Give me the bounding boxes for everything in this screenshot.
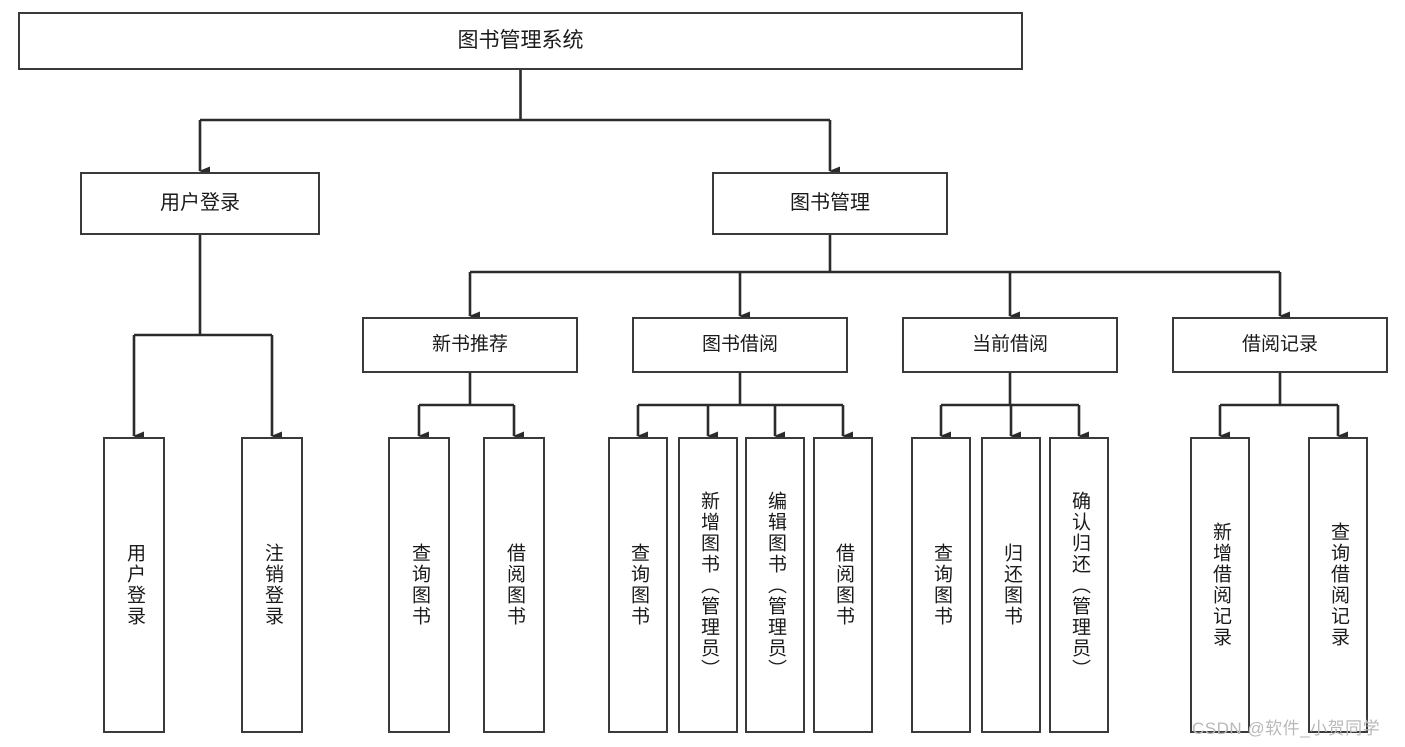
node-leaf-add-record[interactable]: 新增借阅记录 <box>1190 437 1250 733</box>
node-leaf-confirm-return-label: 确认归还（管理员） <box>1068 490 1090 680</box>
node-new-book-recommend[interactable]: 新书推荐 <box>362 317 578 373</box>
node-leaf-borrow-book-1-label: 借阅图书 <box>503 543 525 627</box>
node-leaf-user-login[interactable]: 用户登录 <box>103 437 165 733</box>
node-user-login[interactable]: 用户登录 <box>80 172 320 235</box>
node-leaf-return-book-label: 归还图书 <box>1000 543 1022 627</box>
node-leaf-query-book-2[interactable]: 查询图书 <box>608 437 668 733</box>
node-book-borrow-label: 图书借阅 <box>701 333 778 355</box>
node-leaf-query-book-2-label: 查询图书 <box>627 543 649 627</box>
node-leaf-query-record-label: 查询借阅记录 <box>1327 522 1349 648</box>
connector-lines <box>132 70 1348 441</box>
node-leaf-add-record-label: 新增借阅记录 <box>1209 522 1231 648</box>
node-leaf-return-book[interactable]: 归还图书 <box>981 437 1041 733</box>
node-root-label: 图书管理系统 <box>457 28 584 52</box>
node-root[interactable]: 图书管理系统 <box>18 12 1023 70</box>
node-book-manage-label: 图书管理 <box>790 191 870 214</box>
node-leaf-borrow-book-2-label: 借阅图书 <box>832 543 854 627</box>
node-user-login-label: 用户登录 <box>160 191 240 214</box>
node-leaf-add-book-label: 新增图书（管理员） <box>697 490 719 680</box>
node-book-borrow[interactable]: 图书借阅 <box>632 317 848 373</box>
node-leaf-query-book-1[interactable]: 查询图书 <box>388 437 450 733</box>
node-leaf-borrow-book-2[interactable]: 借阅图书 <box>813 437 873 733</box>
node-leaf-query-book-3[interactable]: 查询图书 <box>911 437 971 733</box>
node-leaf-logout-label: 注销登录 <box>261 543 283 627</box>
node-leaf-edit-book[interactable]: 编辑图书（管理员） <box>745 437 805 733</box>
csdn-watermark: CSDN @软件_小贺同学 <box>1192 719 1381 738</box>
node-book-manage[interactable]: 图书管理 <box>712 172 948 235</box>
node-current-borrow-label: 当前借阅 <box>971 333 1048 355</box>
node-borrow-record[interactable]: 借阅记录 <box>1172 317 1388 373</box>
node-leaf-query-book-1-label: 查询图书 <box>408 543 430 627</box>
node-new-book-recommend-label: 新书推荐 <box>431 333 508 355</box>
node-current-borrow[interactable]: 当前借阅 <box>902 317 1118 373</box>
node-leaf-query-record[interactable]: 查询借阅记录 <box>1308 437 1368 733</box>
node-leaf-confirm-return[interactable]: 确认归还（管理员） <box>1049 437 1109 733</box>
node-leaf-query-book-3-label: 查询图书 <box>930 543 952 627</box>
node-leaf-user-login-label: 用户登录 <box>123 543 145 627</box>
node-leaf-borrow-book-1[interactable]: 借阅图书 <box>483 437 545 733</box>
node-leaf-logout[interactable]: 注销登录 <box>241 437 303 733</box>
node-leaf-add-book[interactable]: 新增图书（管理员） <box>678 437 738 733</box>
node-leaf-edit-book-label: 编辑图书（管理员） <box>764 490 786 680</box>
node-borrow-record-label: 借阅记录 <box>1241 333 1318 355</box>
